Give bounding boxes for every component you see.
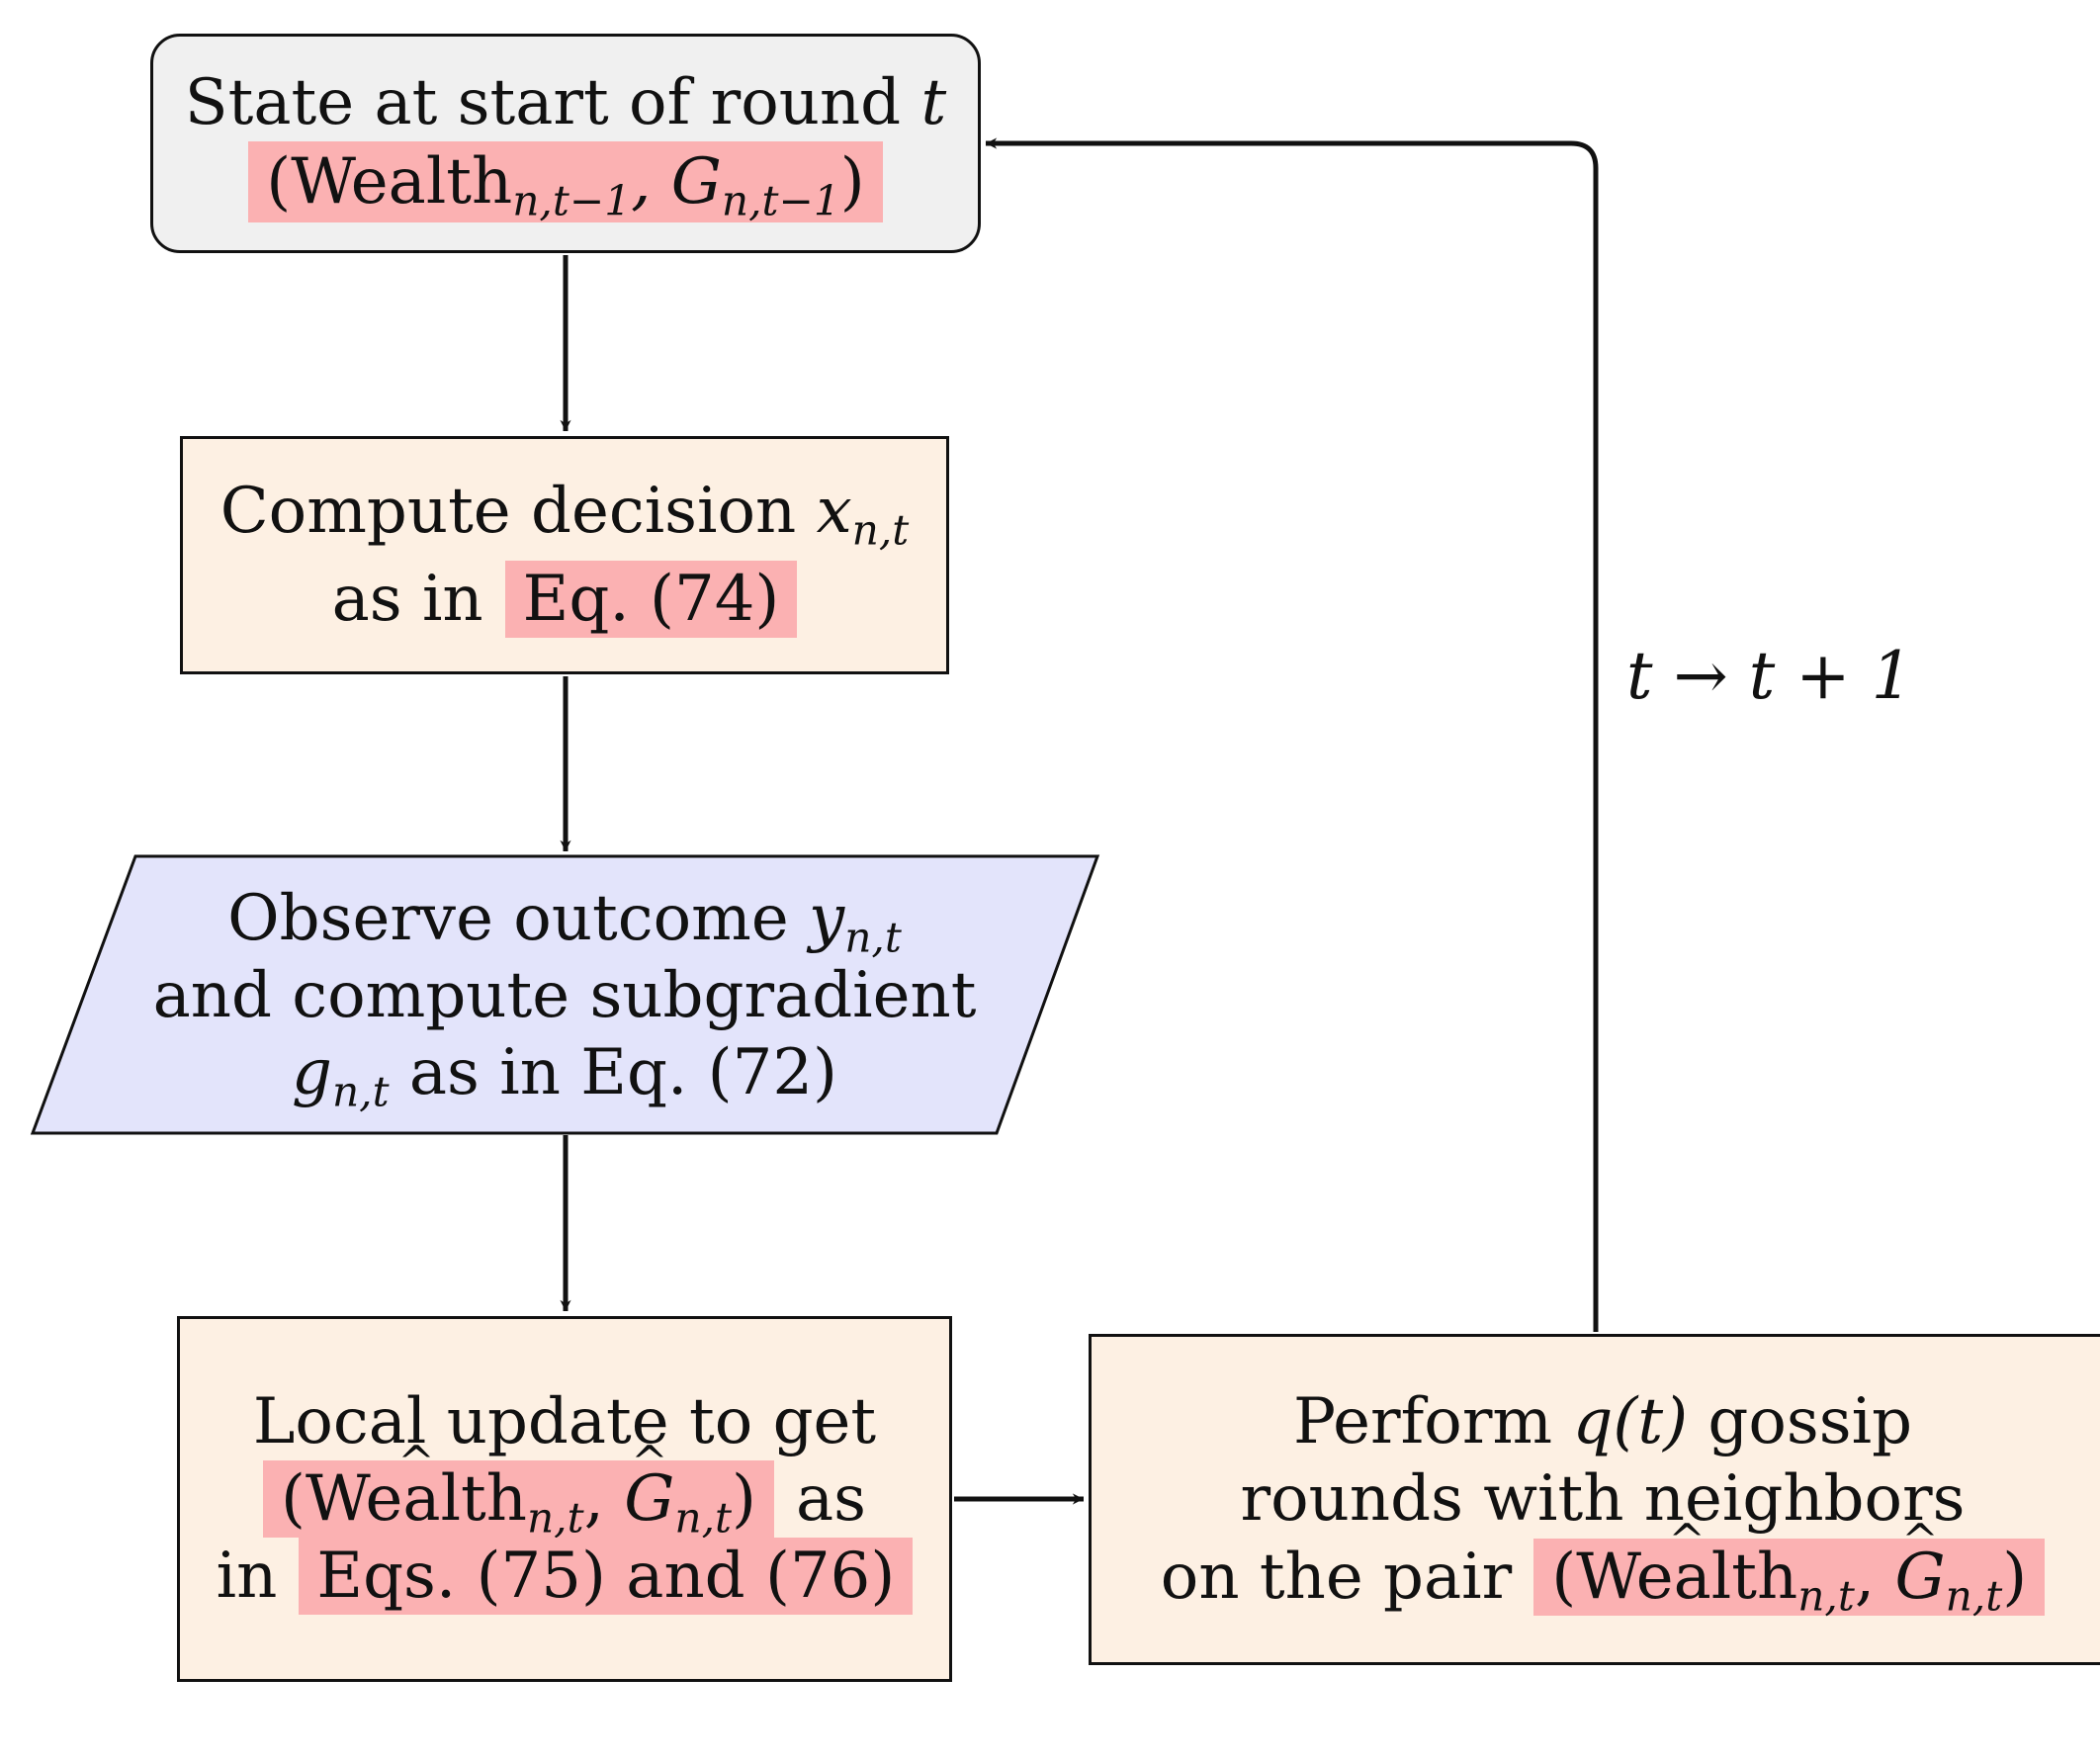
state-node: State at start of round t (Wealthn,t−1, …: [150, 34, 981, 253]
observe-parallelogram-shape: [30, 854, 1100, 1135]
local-update-tuple: (Wealthn,t, Gn,t)as: [263, 1459, 866, 1539]
observe-title: Observe outcome yn,t: [227, 881, 902, 962]
decision-title: Compute decision xn,t: [219, 475, 910, 556]
observe-node: Observe outcome yn,t and compute subgrad…: [30, 856, 1099, 1135]
local-update-title: Local update to get: [252, 1384, 877, 1458]
local-update-node: Local update to get (Wealthn,t, Gn,t)as …: [177, 1316, 952, 1682]
loop-label: t → t + 1: [1626, 638, 1913, 714]
gossip-title: Perform q(t) gossip: [1292, 1385, 1913, 1459]
state-tuple: (Wealthn,t−1, Gn,t−1): [248, 141, 883, 223]
state-title: State at start of round t: [184, 65, 947, 139]
observe-reference: gn,t as in Eq. (72): [291, 1036, 838, 1116]
gossip-neighbors: rounds with neighbors: [1240, 1462, 1966, 1537]
gossip-pair: on the pair(Wealthn,t, Gn,t): [1161, 1538, 2046, 1617]
observe-subgradient: and compute subgradient: [152, 958, 977, 1032]
gossip-node: Perform q(t) gossip rounds with neighbor…: [1089, 1334, 2100, 1665]
arrow-loop-back: [986, 137, 1599, 1332]
